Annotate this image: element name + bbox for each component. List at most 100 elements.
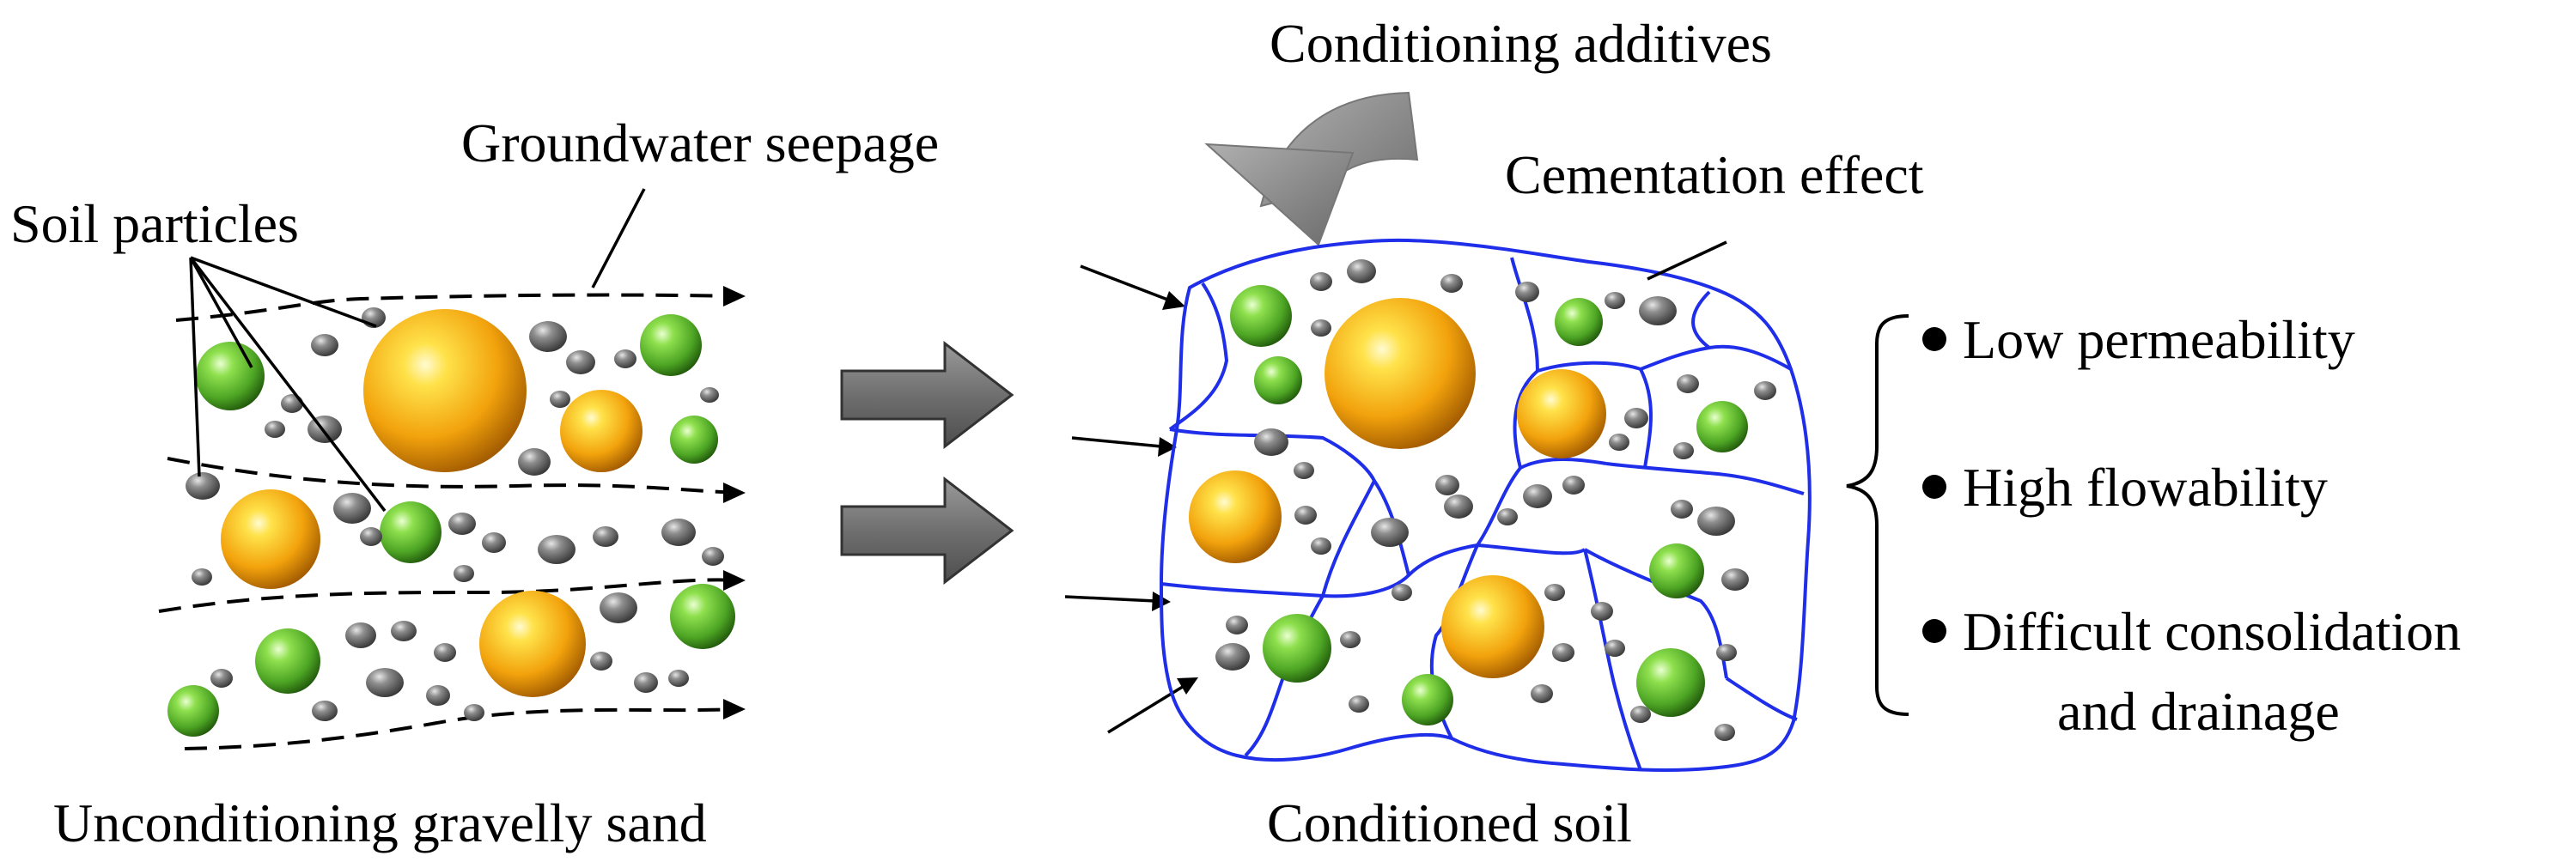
soil-particles-leaders	[189, 256, 387, 513]
small-particle	[1215, 643, 1250, 671]
cement-bridge	[1691, 290, 1711, 349]
small-particle	[1716, 644, 1737, 661]
seepage-line	[184, 707, 740, 750]
cement-bridge	[1510, 257, 1539, 372]
properties-group: Low permeability High flowability Diffic…	[1846, 309, 2461, 742]
small-particle	[702, 547, 724, 566]
leader-line	[190, 256, 377, 328]
seepage-arrowheads	[723, 286, 746, 719]
small-particle	[1371, 518, 1409, 547]
small-particle	[668, 670, 689, 687]
transition-arrow	[840, 340, 1014, 450]
medium-particle	[640, 314, 702, 376]
soil-particles-label: Soil particles	[10, 193, 299, 254]
small-particle	[1392, 584, 1412, 601]
leader-line	[189, 257, 201, 477]
medium-particle	[1263, 614, 1331, 683]
small-particle	[1630, 706, 1651, 723]
property-text: Low permeability	[1963, 309, 2355, 370]
small-particle	[426, 685, 450, 706]
small-particle	[482, 532, 506, 553]
additives-arrowhead	[1204, 143, 1355, 246]
arrowhead	[723, 286, 746, 307]
small-particle	[1697, 507, 1735, 536]
seepage-flow-lines	[158, 293, 740, 750]
small-particle	[700, 387, 719, 403]
small-particle	[1721, 568, 1749, 591]
small-particle	[360, 527, 382, 546]
large-particle	[1441, 575, 1544, 678]
medium-particle	[1636, 648, 1705, 717]
conditioned-caption: Conditioned soil	[1267, 792, 1632, 853]
bullet-icon	[1922, 327, 1946, 351]
medium-particle	[1230, 285, 1292, 347]
small-particle	[1605, 292, 1625, 309]
arrowhead	[1158, 437, 1177, 457]
groundwater-seepage-label: Groundwater seepage	[461, 112, 939, 173]
cementation-leader	[1647, 240, 1727, 281]
seepage-line	[175, 293, 740, 322]
small-particle	[192, 568, 212, 586]
property-text: High flowability	[1963, 457, 2328, 518]
small-particle	[1523, 484, 1552, 508]
small-particle	[1294, 506, 1317, 525]
small-particle	[1552, 643, 1574, 662]
right-particles	[1189, 259, 1776, 741]
transition-arrow	[840, 476, 1014, 586]
pressure-arrow	[1071, 436, 1162, 448]
small-particle	[566, 350, 595, 374]
soil-boundary	[1160, 238, 1812, 773]
cement-bridge	[1169, 428, 1376, 482]
small-particle	[550, 391, 570, 408]
cement-bridge	[1640, 344, 1792, 371]
small-particle	[634, 672, 658, 693]
arrowhead	[723, 699, 746, 719]
conditioned-panel: Conditioning additives Cementation effec…	[1064, 13, 1924, 853]
small-particle	[1677, 374, 1699, 393]
property-text-continued: and drainage	[2057, 681, 2340, 742]
small-particle	[1562, 476, 1585, 495]
small-particle	[448, 513, 476, 535]
large-particle	[363, 309, 527, 472]
small-particle	[1294, 462, 1314, 479]
small-particle	[1671, 500, 1693, 519]
small-particle	[1714, 724, 1735, 741]
small-particle	[529, 321, 567, 352]
bullet-icon	[1922, 475, 1946, 499]
large-particle	[1189, 470, 1282, 563]
small-particle	[1497, 508, 1518, 525]
small-particle	[1544, 584, 1565, 601]
leader-line	[189, 257, 253, 368]
small-particle	[186, 472, 220, 500]
small-particle	[1639, 296, 1677, 325]
medium-particle	[1555, 298, 1603, 346]
small-particle	[1531, 684, 1553, 703]
cementation-network	[1160, 238, 1812, 773]
small-particle	[434, 643, 456, 662]
cement-bridge	[1160, 574, 1410, 598]
small-particle	[1591, 602, 1613, 621]
small-particle	[538, 535, 575, 564]
cement-bridge	[1583, 549, 1642, 771]
small-particle	[454, 565, 474, 582]
pressure-arrow	[1080, 264, 1171, 302]
medium-particle	[1254, 356, 1302, 404]
bullet-icon	[1922, 619, 1946, 643]
seepage-line	[158, 578, 740, 613]
transition-arrows	[840, 340, 1014, 586]
pressure-arrowheads	[1152, 291, 1198, 695]
medium-particle	[670, 584, 735, 649]
small-particle	[1226, 616, 1248, 634]
cement-bridge	[1477, 543, 1586, 555]
small-particle	[600, 592, 637, 623]
medium-particle	[380, 501, 442, 563]
small-particle	[281, 394, 303, 413]
small-particle	[391, 621, 417, 641]
small-particle	[1444, 495, 1473, 519]
leader-line	[189, 256, 387, 513]
small-particle	[1673, 442, 1694, 459]
arrowhead	[723, 570, 746, 591]
cement-bridge	[1373, 479, 1478, 577]
cement-bridge	[1321, 480, 1376, 597]
